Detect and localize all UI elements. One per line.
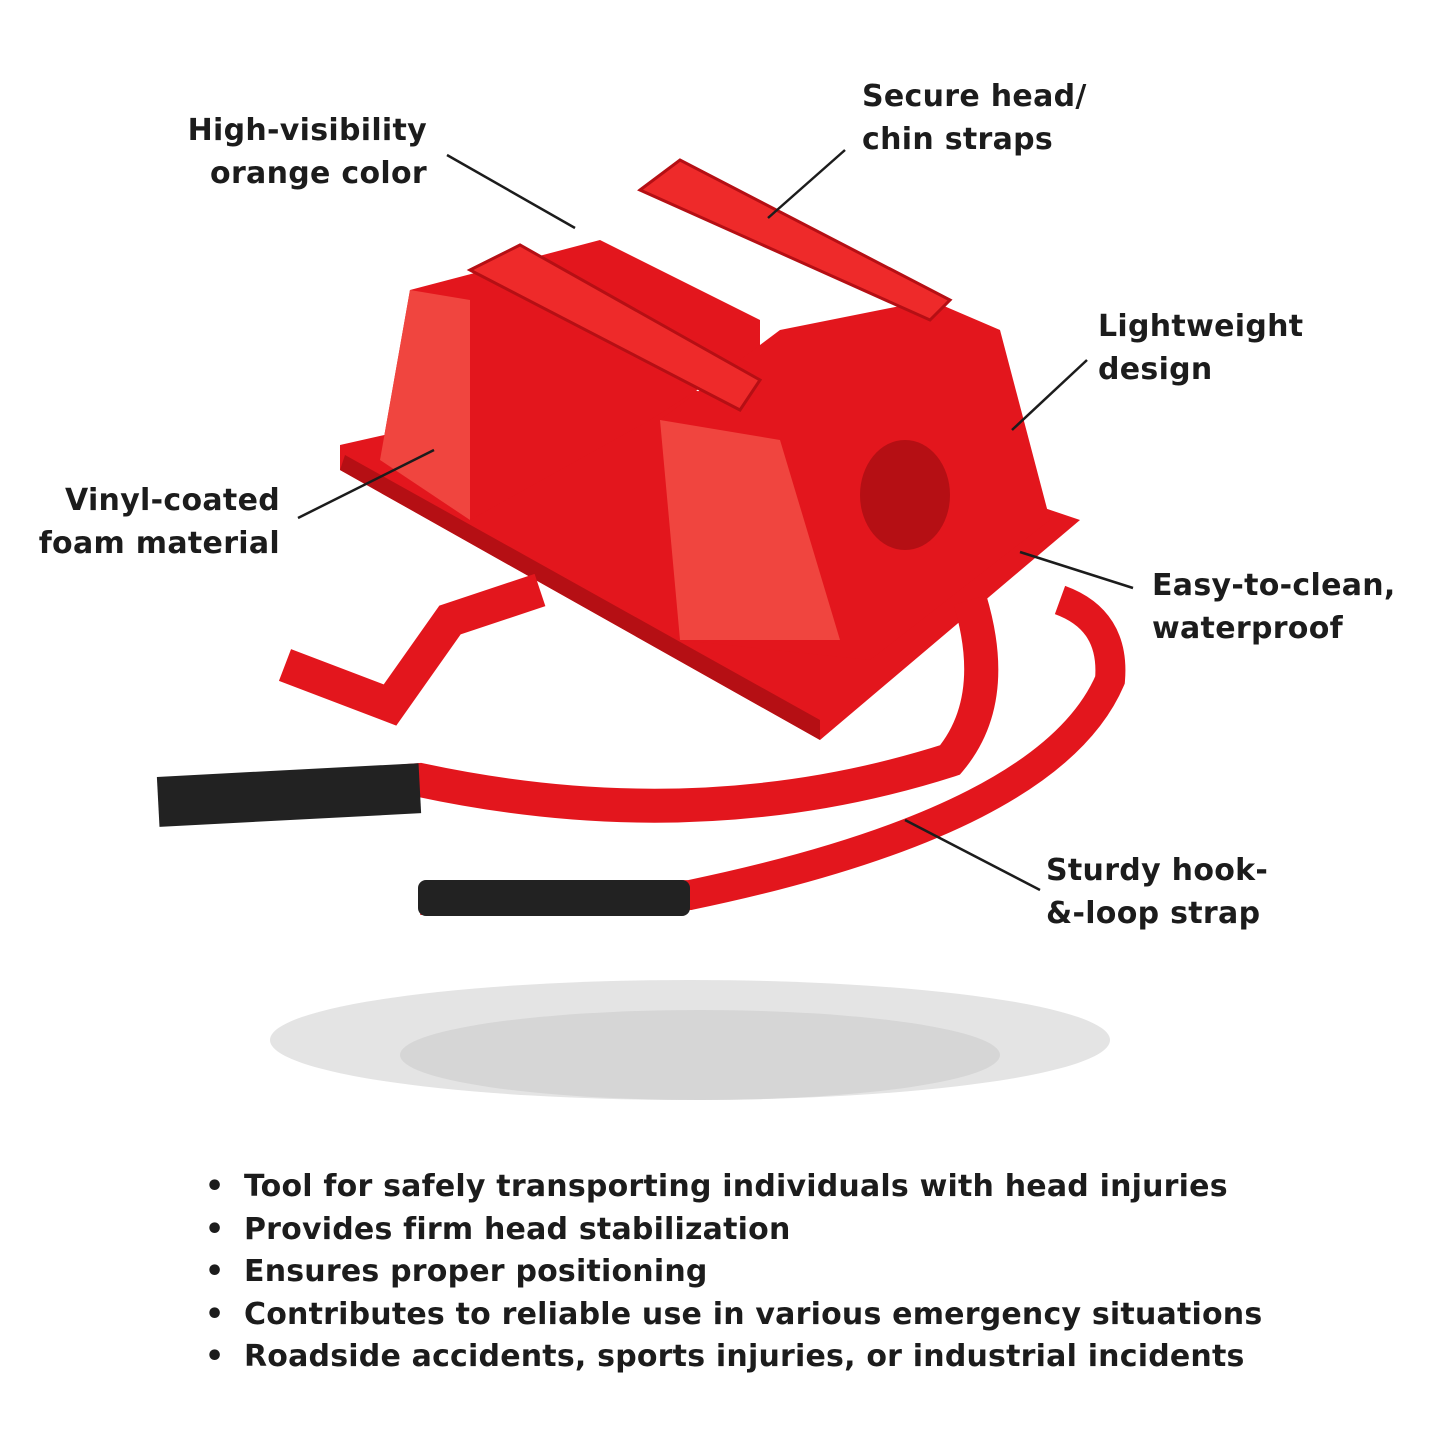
- callout-text: High-visibility: [187, 113, 427, 148]
- strap-long: [158, 595, 999, 823]
- callout-line-lightweight: [1011, 359, 1088, 431]
- callout-vinyl-foam: Vinyl-coated foam material: [39, 479, 280, 565]
- feature-list: Tool for safely transporting individuals…: [205, 1166, 1262, 1379]
- callout-line-high-visibility: [446, 153, 576, 230]
- head-strap: [637, 158, 953, 322]
- feature-item: Contributes to reliable use in various e…: [205, 1294, 1262, 1337]
- callout-text: Secure head/: [862, 79, 1087, 114]
- callout-secure-straps: Secure head/ chin straps: [862, 75, 1087, 161]
- callout-text: design: [1098, 352, 1213, 387]
- feature-item: Provides firm head stabilization: [205, 1209, 1262, 1252]
- callout-hook-loop: Sturdy hook- &-loop strap: [1046, 849, 1268, 935]
- feature-item: Ensures proper positioning: [205, 1251, 1262, 1294]
- callout-text: Vinyl-coated: [64, 483, 280, 518]
- left-head-block: [380, 240, 760, 520]
- callout-line-vinyl-foam: [297, 448, 435, 520]
- hook-loop-end-1: [156, 763, 422, 827]
- callout-text: waterproof: [1152, 611, 1343, 646]
- callout-lightweight: Lightweight design: [1098, 305, 1303, 391]
- callout-text: &-loop strap: [1046, 896, 1261, 931]
- callout-text: Easy-to-clean,: [1152, 568, 1396, 603]
- callout-text: chin straps: [862, 122, 1054, 157]
- ear-hole: [860, 440, 950, 550]
- callout-easy-clean: Easy-to-clean, waterproof: [1152, 564, 1396, 650]
- chin-strap: [466, 243, 763, 412]
- feature-item: Roadside accidents, sports injuries, or …: [205, 1336, 1262, 1379]
- callout-text: orange color: [210, 156, 427, 191]
- strap-short: [419, 585, 1126, 915]
- callout-high-visibility: High-visibility orange color: [188, 109, 427, 195]
- callout-text: Lightweight: [1098, 309, 1304, 344]
- callout-text: Sturdy hook-: [1046, 853, 1269, 888]
- feature-item: Tool for safely transporting individuals…: [205, 1166, 1262, 1209]
- callout-line-hook-loop: [904, 818, 1041, 892]
- callout-text: foam material: [38, 526, 280, 561]
- callout-line-easy-clean: [1019, 550, 1134, 590]
- hook-loop-end-2: [418, 880, 690, 916]
- callout-line-secure-straps: [767, 149, 846, 219]
